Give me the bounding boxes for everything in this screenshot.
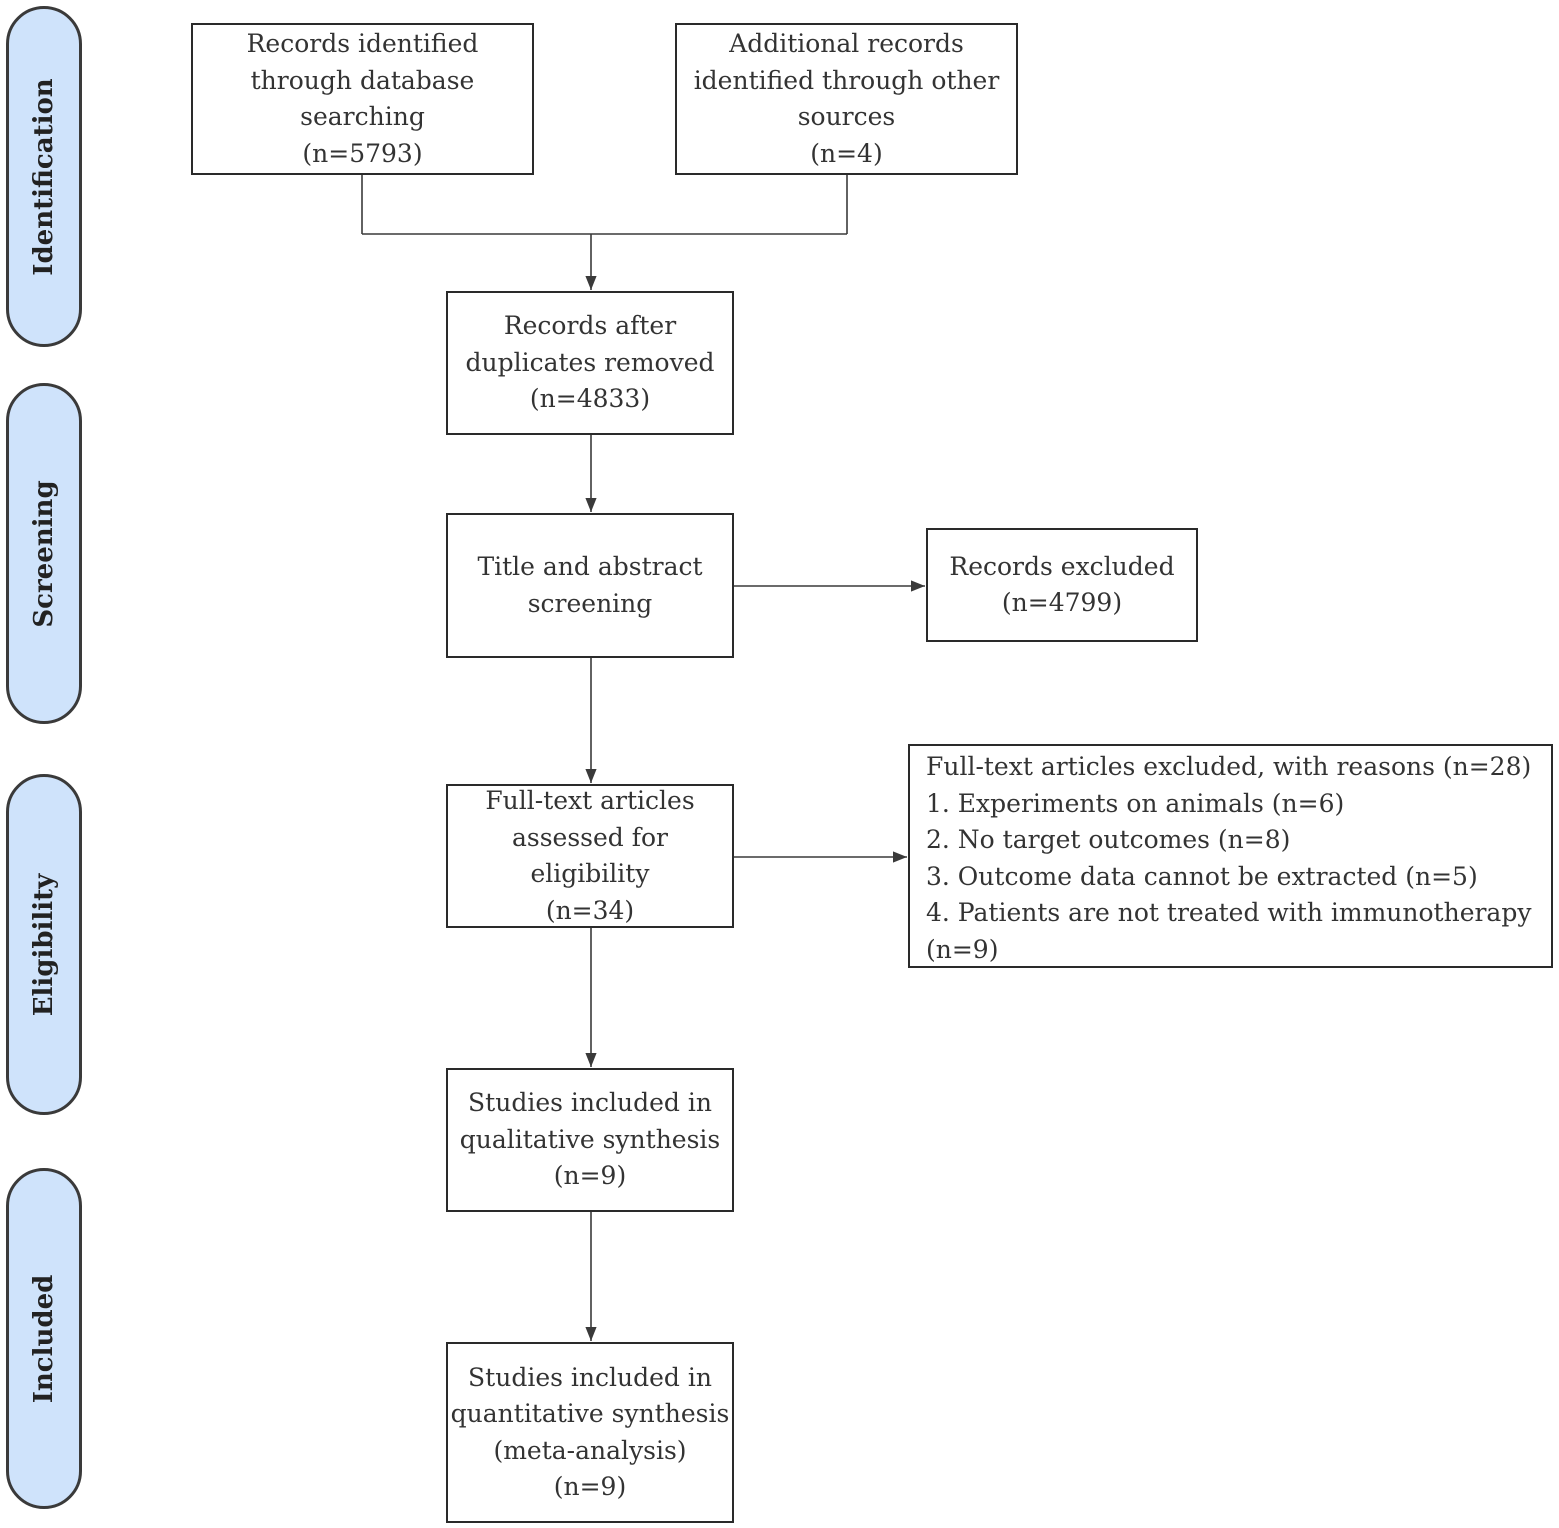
box-line: searching [300, 102, 425, 131]
reason-item: 3. Outcome data cannot be extracted (n=5… [926, 861, 1478, 891]
box-line: Studies included in [468, 1362, 712, 1392]
box-quantitative-synthesis: Studies included in quantitative synthes… [446, 1342, 734, 1523]
box-line: assessed for [511, 822, 669, 852]
box-fulltext-excluded: Full-text articles excluded, with reason… [908, 744, 1553, 968]
phase-included: Included [6, 1168, 82, 1509]
box-line: (n=4799) [1001, 588, 1123, 617]
box-line: identified through other [693, 65, 1000, 95]
box-qualitative-synthesis: Studies included in qualitative synthesi… [446, 1068, 734, 1212]
box-line: Records after [503, 311, 677, 341]
reasons-heading: Full-text articles excluded, with reason… [926, 752, 1532, 781]
box-line: (n=9) [553, 1161, 627, 1191]
box-line: Full-text articles [485, 786, 695, 815]
box-records-database: Records identified through database sear… [191, 23, 534, 175]
box-line: duplicates removed [465, 347, 715, 377]
box-line: sources [797, 102, 896, 131]
reason-item: (n=9) [926, 934, 999, 964]
box-line: (n=4) [810, 138, 883, 168]
phase-identification: Identification [6, 6, 82, 347]
phase-eligibility: Eligibility [6, 774, 82, 1115]
box-after-duplicates: Records after duplicates removed (n=4833… [446, 291, 734, 435]
box-line: Records identified [246, 29, 479, 58]
reason-item: 4. Patients are not treated with immunot… [926, 898, 1532, 927]
box-line: screening [527, 588, 653, 618]
box-line: (n=5793) [302, 138, 423, 168]
reason-item: 2. No target outcomes (n=8) [926, 825, 1291, 854]
box-line: (n=4833) [529, 384, 651, 414]
box-line: (n=34) [545, 895, 635, 925]
box-line: quantitative synthesis [450, 1399, 730, 1428]
phase-screening: Screening [6, 383, 82, 724]
box-records-excluded: Records excluded (n=4799) [926, 528, 1198, 642]
box-line: Additional records [729, 29, 964, 58]
reason-item: 1. Experiments on animals (n=6) [926, 788, 1345, 818]
box-line: (n=9) [553, 1472, 627, 1501]
box-title-abstract-screening: Title and abstract screening [446, 513, 734, 658]
box-line: qualitative synthesis [459, 1124, 721, 1154]
box-line: eligibility [530, 859, 650, 888]
box-line: (meta-analysis) [493, 1435, 687, 1465]
box-records-other-sources: Additional records identified through ot… [675, 23, 1018, 175]
box-line: Title and abstract [477, 552, 703, 581]
box-fulltext-assessed: Full-text articles assessed for eligibil… [446, 784, 734, 928]
box-line: Records excluded [949, 551, 1175, 581]
box-line: Studies included in [468, 1088, 712, 1118]
box-line: through database [250, 65, 475, 95]
